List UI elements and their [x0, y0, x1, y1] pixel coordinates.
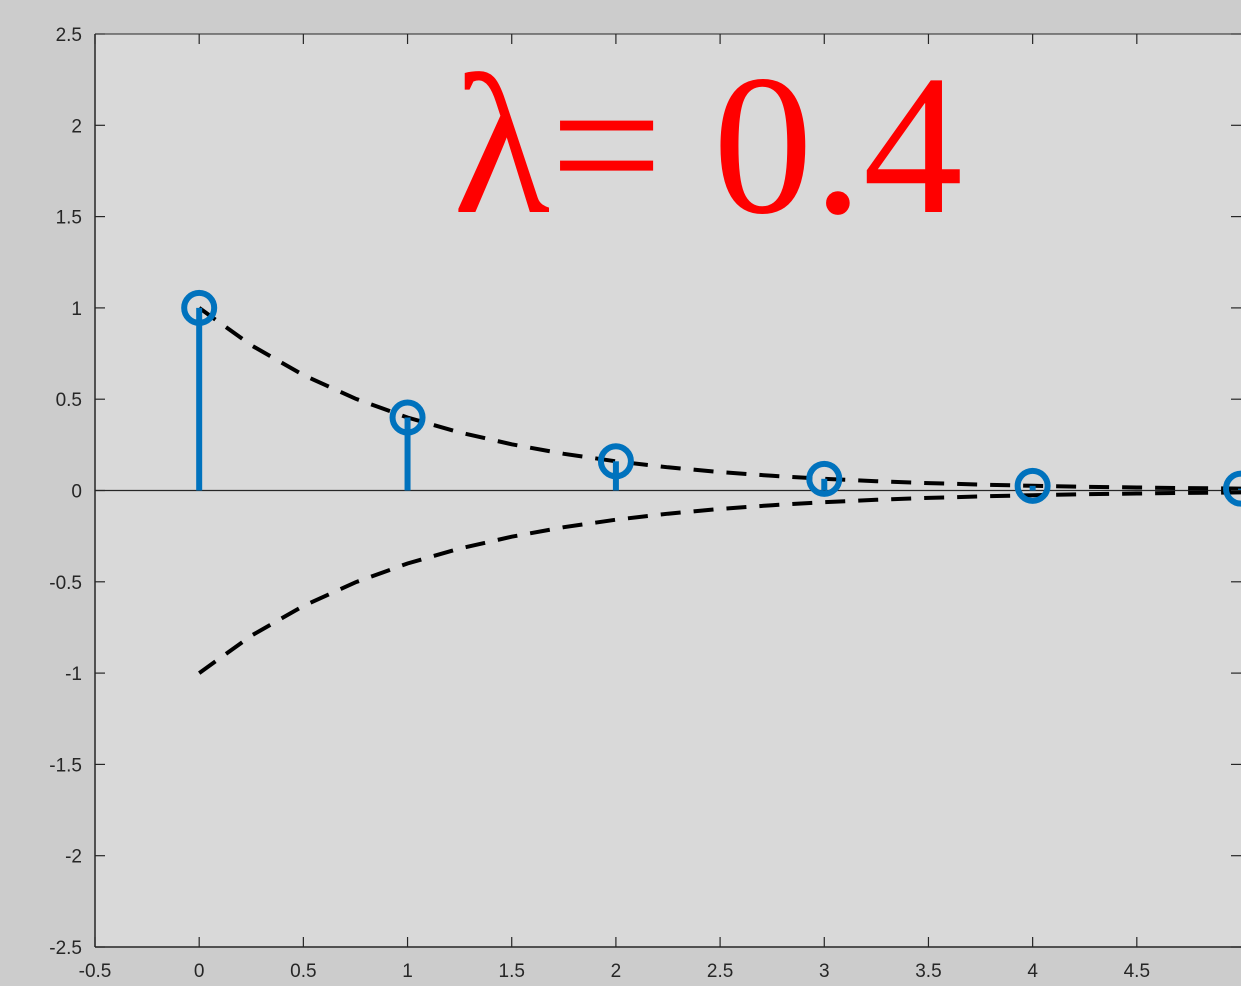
y-tick-label: 1	[71, 299, 82, 320]
lower-envelope-curve	[198, 490, 1241, 675]
stem-marker	[806, 460, 843, 497]
y-tick-label: 0.5	[56, 390, 82, 411]
y-tick-label: 1.5	[56, 208, 82, 229]
x-tick-label: 2	[611, 961, 622, 981]
y-tick-label: 2	[71, 116, 82, 137]
x-tick-label: 2.5	[707, 961, 733, 981]
x-tick-label: 0.5	[290, 961, 316, 981]
upper-envelope-curve	[198, 306, 1241, 491]
stem-marker	[389, 399, 426, 436]
axes: -0.5 0 0.5 1 1.5 2 2.5 3 3.5 4 4.5 2.5 2 1.5 1 0.5 0 -0.5…	[49, 25, 1241, 982]
stem-marker	[1014, 467, 1051, 504]
x-tick-label: 0	[194, 961, 205, 981]
envelope-curves	[198, 306, 1241, 675]
y-tick-label: -1.5	[49, 755, 82, 776]
chart-title: λ= 0.4	[453, 35, 963, 256]
stem-marker	[1223, 470, 1241, 507]
y-tick-label: 2.5	[56, 25, 82, 46]
stem-series	[181, 289, 1241, 507]
y-tick-label: -2	[65, 847, 82, 868]
x-tick-label: 3.5	[915, 961, 941, 981]
stem-marker	[597, 443, 634, 480]
x-tick-label: -0.5	[79, 961, 112, 981]
y-tick-label: -1	[65, 664, 82, 685]
x-tick-label: 4.5	[1124, 961, 1150, 981]
y-tick-label: -2.5	[49, 938, 82, 959]
x-tick-label: 1.5	[499, 961, 525, 981]
x-tick-label: 3	[819, 961, 830, 981]
y-tick-label: -0.5	[49, 573, 82, 594]
x-tick-label: 1	[402, 961, 413, 981]
stem-marker	[181, 289, 218, 326]
x-tick-label: 4	[1027, 961, 1038, 981]
y-tick-label: 0	[71, 482, 82, 503]
